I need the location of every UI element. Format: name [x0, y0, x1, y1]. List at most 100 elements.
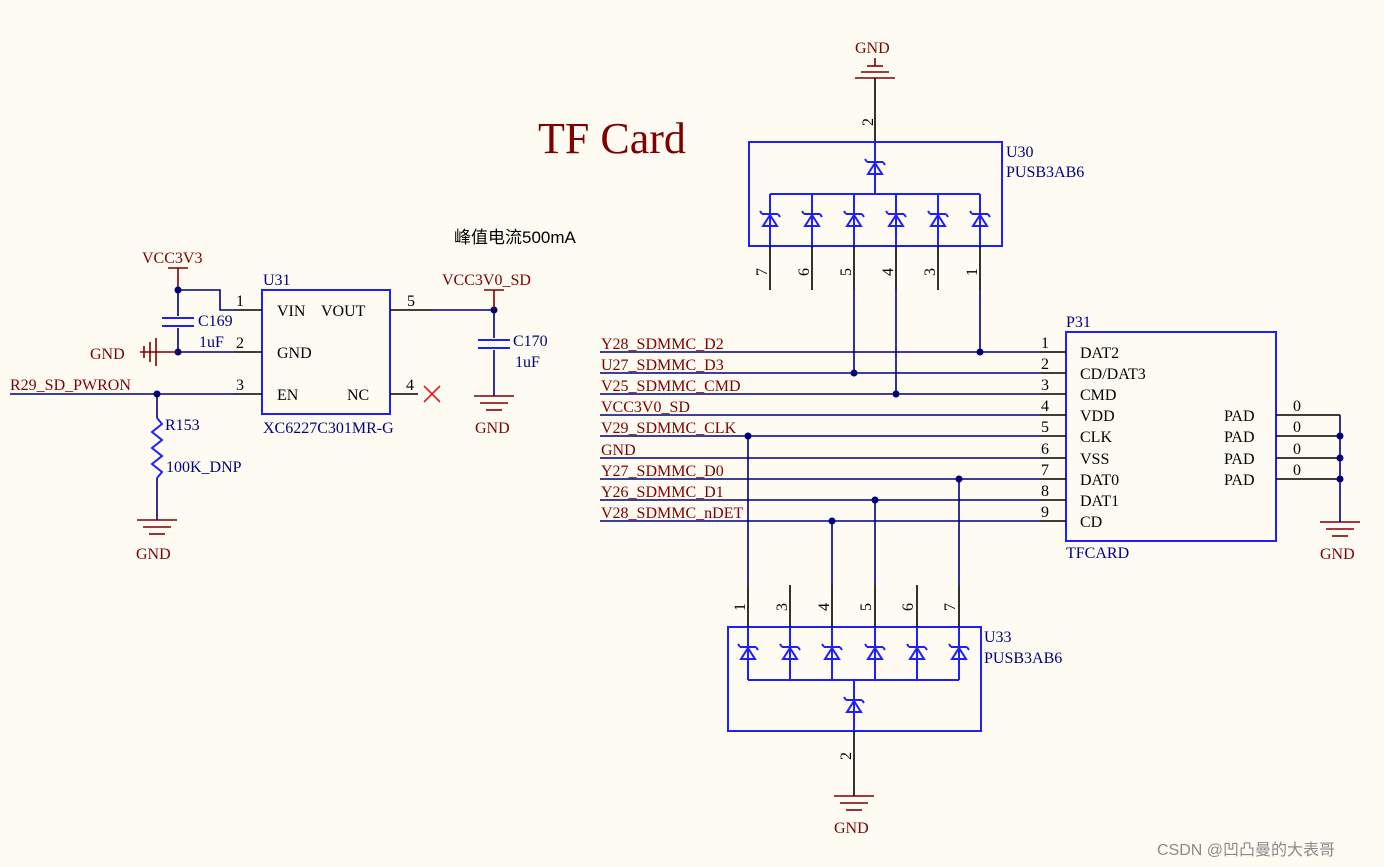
p31-pin-6-name: VSS	[1080, 451, 1109, 468]
c169-capacitor: C169 1uF	[162, 313, 233, 351]
p31-pin-8-name: DAT1	[1080, 493, 1119, 510]
u33-pin-5: 5	[858, 603, 875, 611]
p31-pin-2-name: CD/DAT3	[1080, 366, 1146, 383]
u31-pin-vin: VIN	[277, 303, 306, 320]
schematic-title: TF Card	[538, 114, 686, 163]
net-label-y28-sdmmc-d2: Y28_SDMMC_D2	[601, 336, 724, 353]
u31-pin1-num: 1	[236, 293, 244, 310]
r153-value: 100K_DNP	[166, 459, 242, 476]
tvs-diode-u33-5	[906, 643, 928, 660]
enable-net-label: R29_SD_PWRON	[10, 377, 131, 394]
tvs-diode-u33-1	[737, 643, 759, 660]
net-label-y27-sdmmc-d0: Y27_SDMMC_D0	[601, 463, 724, 480]
u31-pin-vout: VOUT	[321, 303, 366, 320]
tvs-diode-u33-4	[864, 643, 886, 660]
tvs-diode-u30-3	[843, 210, 865, 227]
no-connect-marker	[423, 385, 441, 403]
u31-pin5-num: 5	[407, 293, 415, 310]
gnd-label-c170: GND	[475, 420, 510, 437]
p31-pin-3-name: CMD	[1080, 387, 1116, 404]
tvs-diode-u30-gnd	[864, 158, 886, 175]
tvs-diode-u33-3	[821, 643, 843, 660]
u31-pin4-num: 4	[406, 377, 414, 394]
u31-pin2-num: 2	[236, 335, 244, 352]
u31-pin-nc: NC	[347, 387, 369, 404]
p31-pin-5-name: CLK	[1080, 429, 1112, 446]
gnd-label-pads: GND	[1320, 546, 1355, 563]
u30-pin-3: 3	[922, 268, 939, 276]
net-label-u27-sdmmc-d3: U27_SDMMC_D3	[601, 357, 724, 374]
peak-current-note: 峰值电流500mA	[454, 228, 577, 247]
tvs-array-u33: U33 PUSB3AB6 1 3 4 5 6 7	[727, 603, 1062, 732]
r153-designator: R153	[165, 417, 200, 434]
p31-pin-9-name: CD	[1080, 514, 1102, 531]
net-label-v28-sdmmc-ndet: V28_SDMMC_nDET	[601, 505, 743, 522]
u30-designator: U30	[1006, 144, 1034, 161]
c170-value: 1uF	[515, 354, 540, 371]
u30-pin-1: 1	[964, 268, 981, 276]
vcc3v3-label: VCC3V3	[142, 250, 202, 267]
tvs-diode-u33-gnd	[843, 696, 865, 713]
p31-pin-4-name: VDD	[1080, 408, 1115, 425]
p31-pad-4-num: 0	[1293, 462, 1301, 479]
p31-pad-4-name: PAD	[1224, 472, 1255, 489]
p31-pin-9-num: 9	[1041, 504, 1049, 521]
p31-pin-3-num: 3	[1041, 377, 1049, 394]
net-label-vcc3v0-sd: VCC3V0_SD	[601, 399, 690, 416]
gnd-symbol-u30: GND	[855, 40, 895, 79]
tvs-diode-u30-6	[969, 210, 991, 227]
u31-pin-gnd: GND	[277, 345, 312, 362]
p31-pad-3-name: PAD	[1224, 451, 1255, 468]
regulator-u31: U31 XC6227C301MR-G 1 2 3 4 5 VIN GND EN …	[234, 272, 432, 437]
u30-pin-4: 4	[880, 268, 897, 276]
tvs-diode-u30-5	[927, 210, 949, 227]
u30-pin-7: 7	[754, 268, 771, 276]
vcc3v0-sd-label: VCC3V0_SD	[442, 272, 531, 289]
u31-pin-en: EN	[277, 387, 299, 404]
u31-designator: U31	[263, 272, 291, 289]
tvs-diode-u30-2	[801, 210, 823, 227]
u33-pin-7: 7	[942, 603, 959, 611]
gnd-symbol-u33: GND	[834, 795, 874, 837]
r153-resistor: R153 100K_DNP	[150, 394, 242, 520]
gnd-label-u33: GND	[834, 820, 869, 837]
p31-pin-7-name: DAT0	[1080, 472, 1119, 489]
tf-card-connector-p31: P31 TFCARD 1DAT22CD/DAT33CMD4VDD5CLK6VSS…	[1040, 314, 1340, 562]
tvs-array-u30: U30 PUSB3AB6 7 6 5 4 3 1	[748, 141, 1084, 276]
gnd-symbol-left: GND	[90, 338, 178, 366]
vcc3v3-power-symbol: VCC3V3	[142, 250, 202, 290]
p31-pin-2-num: 2	[1041, 356, 1049, 373]
c170-capacitor: C170 1uF	[478, 333, 548, 371]
u33-pin-1: 1	[732, 603, 749, 611]
p31-pin-5-num: 5	[1041, 419, 1049, 436]
p31-pad-2-name: PAD	[1224, 429, 1255, 446]
p31-pad-3-num: 0	[1293, 441, 1301, 458]
gnd-symbol-pads: GND	[1320, 521, 1360, 563]
u30-pin-5: 5	[838, 268, 855, 276]
tvs-diode-u33-6	[948, 643, 970, 660]
c170-designator: C170	[513, 333, 548, 350]
gnd-label-left: GND	[90, 346, 125, 363]
u30-gnd-pin-num: 2	[860, 118, 877, 126]
u30-part: PUSB3AB6	[1006, 164, 1084, 181]
u31-pin3-num: 3	[236, 377, 244, 394]
u33-pin-4: 4	[816, 603, 833, 611]
p31-pin-8-num: 8	[1041, 483, 1049, 500]
tvs-diode-u30-1	[759, 210, 781, 227]
net-label-v25-sdmmc-cmd: V25_SDMMC_CMD	[601, 378, 741, 395]
p31-pad-2-num: 0	[1293, 419, 1301, 436]
watermark: CSDN @凹凸曼的大表哥	[1157, 841, 1335, 859]
u31-part: XC6227C301MR-G	[263, 420, 394, 437]
tvs-diode-u33-2	[779, 643, 801, 660]
c169-designator: C169	[198, 313, 233, 330]
vcc3v0-sd-power-symbol: VCC3V0_SD	[442, 272, 531, 310]
p31-pin-4-num: 4	[1041, 398, 1049, 415]
p31-pin-1-name: DAT2	[1080, 345, 1119, 362]
net-label-gnd: GND	[601, 442, 636, 459]
p31-part: TFCARD	[1066, 545, 1129, 562]
tvs-diode-u30-4	[885, 210, 907, 227]
p31-pad-1-name: PAD	[1224, 408, 1255, 425]
net-label-y26-sdmmc-d1: Y26_SDMMC_D1	[601, 484, 724, 501]
c169-value: 1uF	[199, 334, 224, 351]
gnd-symbol-r153: GND	[136, 519, 177, 563]
